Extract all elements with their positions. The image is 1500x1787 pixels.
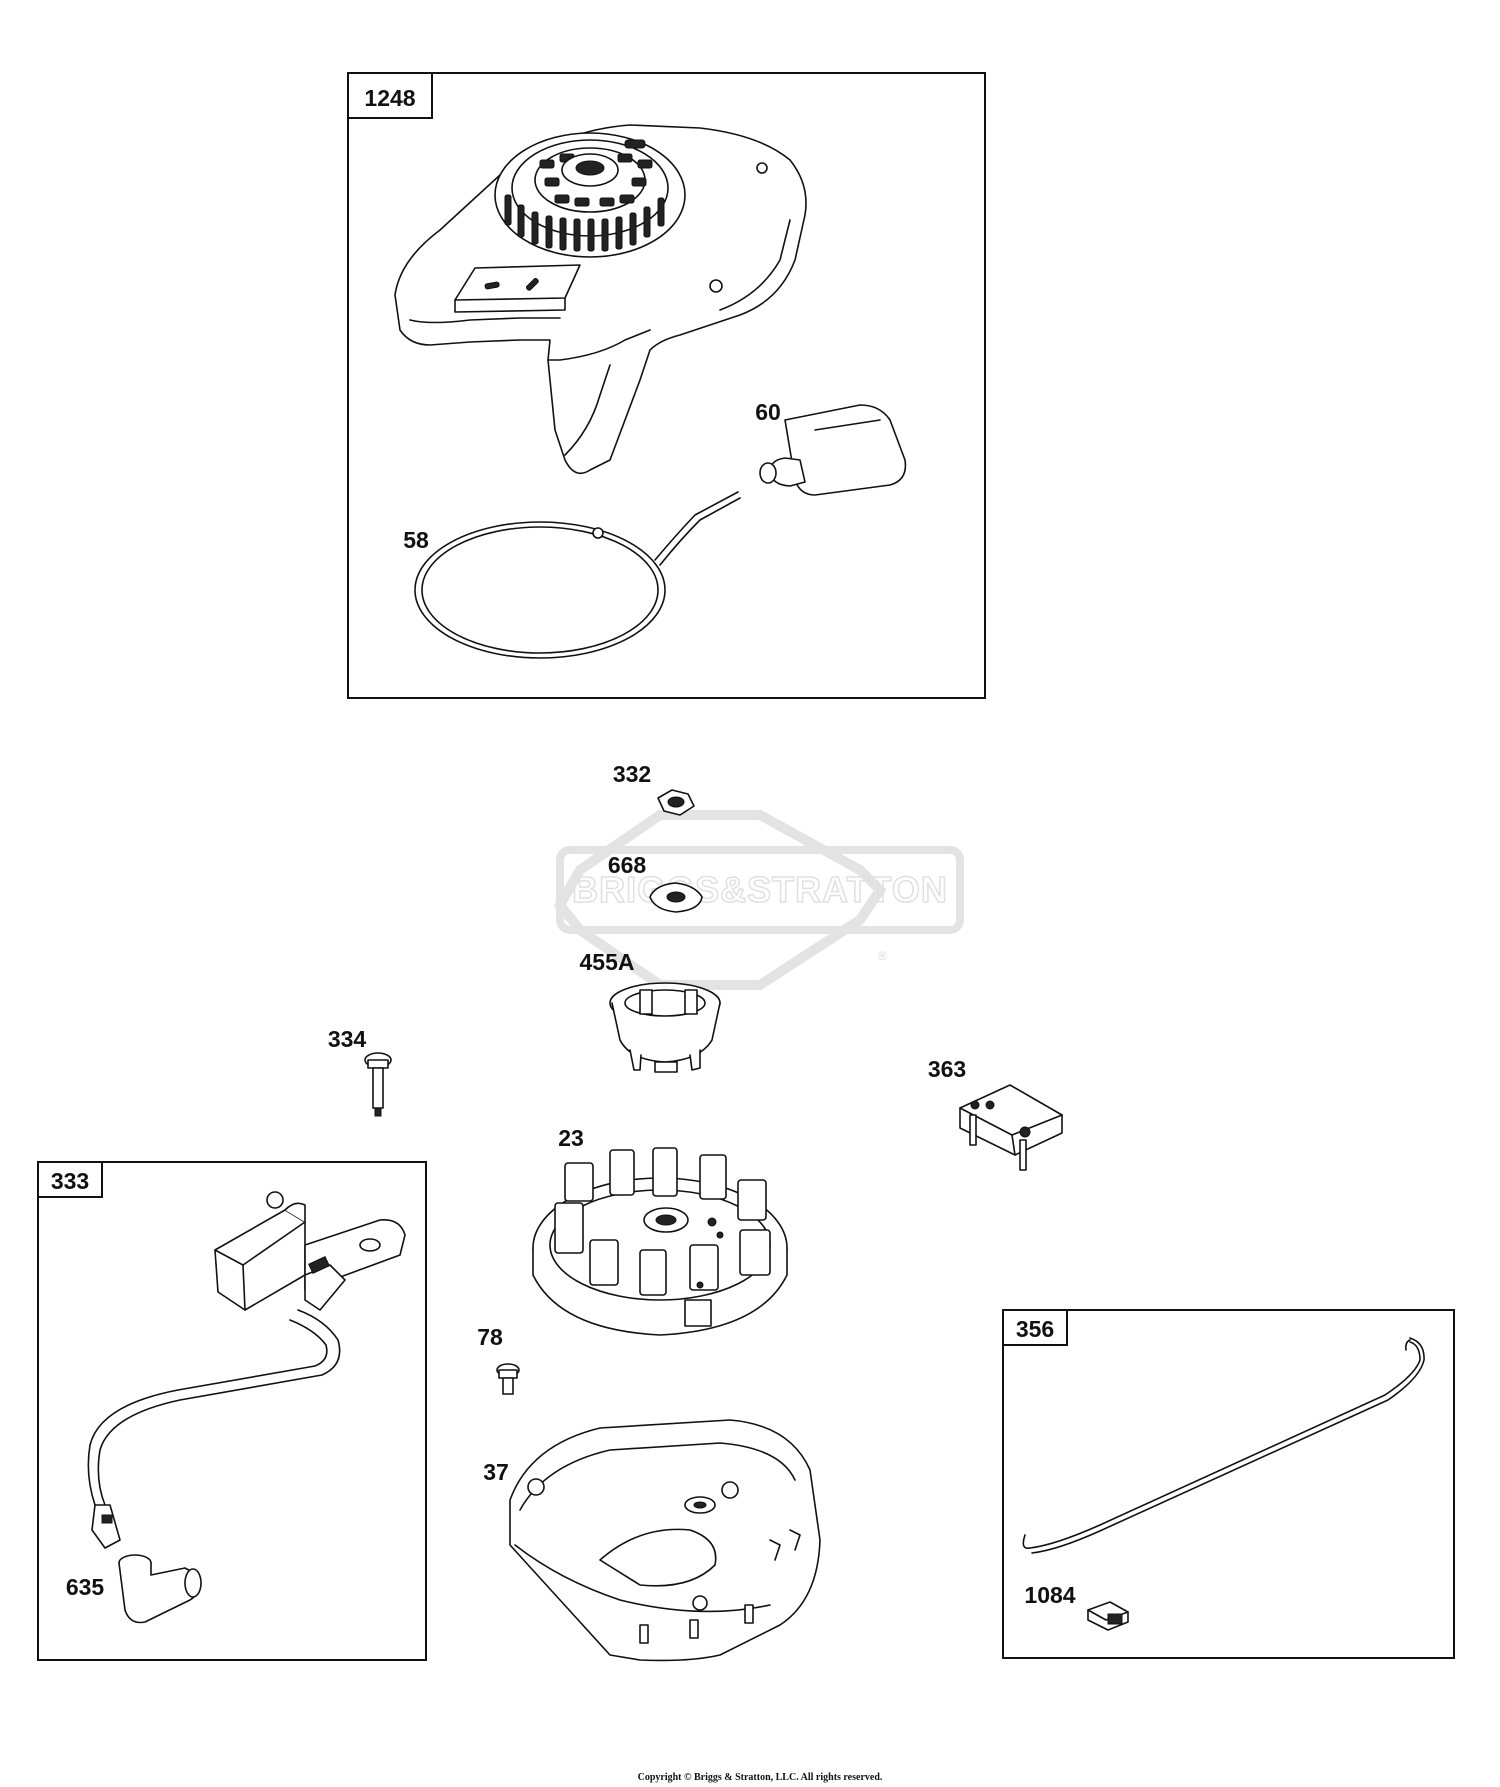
part-635-label: 635 (66, 1574, 105, 1600)
part-37-back-plate (509, 1419, 821, 1662)
group-356-label: 356 (1016, 1316, 1054, 1342)
part-363-bracket (959, 1084, 1063, 1171)
part-37-label: 37 (483, 1459, 509, 1485)
group-1248-label: 1248 (364, 85, 415, 111)
copyright-text: Copyright © Briggs & Stratton, LLC. All … (638, 1772, 883, 1783)
blower-housing-rewind-starter (394, 124, 807, 475)
part-58-label: 58 (403, 527, 429, 553)
briggs-stratton-watermark: BRIGGS&STRATTON ® (553, 810, 964, 990)
part-334-bolt (364, 1052, 392, 1117)
watermark-text: BRIGGS&STRATTON (572, 869, 948, 910)
part-23-flywheel (532, 1147, 788, 1336)
part-635-spark-plug-boot (118, 1554, 202, 1624)
part-455A-label: 455A (580, 949, 635, 975)
part-60-label: 60 (755, 399, 781, 425)
ignition-armature (87, 1191, 406, 1549)
part-58-starter-rope (414, 491, 741, 659)
stop-wire (1022, 1337, 1425, 1554)
part-1084-label: 1084 (1024, 1582, 1075, 1608)
part-332-label: 332 (613, 761, 651, 787)
part-78-screw (496, 1363, 520, 1395)
group-333-box: 333 (37, 1161, 427, 1661)
part-668-washer (649, 882, 703, 913)
group-333-label: 333 (51, 1168, 89, 1194)
part-668-label: 668 (608, 852, 647, 878)
part-60-starter-handle (759, 404, 907, 496)
part-78-label: 78 (477, 1324, 503, 1350)
part-332-nut (657, 789, 695, 816)
group-1248-box: 1248 (347, 72, 986, 699)
part-363-label: 363 (928, 1056, 966, 1082)
watermark-registered-mark: ® (878, 949, 887, 963)
part-1084-wire-clip (1087, 1601, 1129, 1631)
part-334-label: 334 (328, 1026, 367, 1052)
group-356-box: 356 (1002, 1309, 1455, 1659)
part-23-label: 23 (558, 1125, 584, 1151)
part-455A-starter-cup (609, 982, 721, 1073)
